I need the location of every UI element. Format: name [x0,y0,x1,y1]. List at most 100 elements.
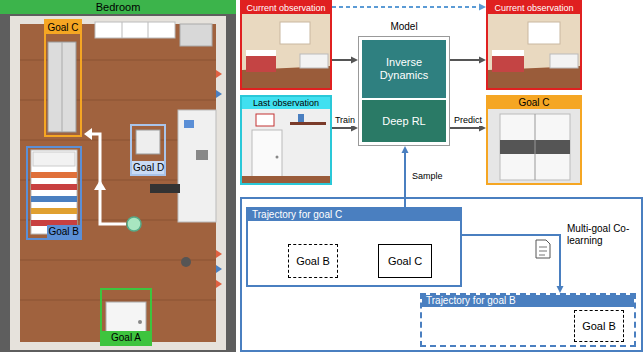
room-illustration [196,150,208,160]
observation-panel: Current observation [240,0,332,90]
node-label: Trajectory for goal C [248,209,460,221]
room-illustration [20,300,216,301]
room-illustration [216,250,222,258]
connector-group [332,4,486,11]
current-observation-image [242,14,330,88]
sampling-panel [241,198,642,351]
current-observation-image [280,22,310,44]
room-illustration [148,22,149,38]
connector [332,6,481,8]
room-illustration [31,196,77,202]
last-observation-image [252,130,282,183]
connector-group [450,57,486,64]
room-illustration [216,70,222,288]
room-illustration [31,150,77,234]
node-label: Goal C [46,21,80,34]
goal-panel: Goal C [486,95,582,185]
observation-panel: Current observation [486,0,582,90]
room-illustration [62,42,63,132]
last-observation-image [242,176,330,183]
goal-image [488,109,580,183]
current-observation-image [528,22,560,44]
sampling-panel [539,251,547,252]
trajectory-box: Trajectory for goal B Goal B [420,293,636,347]
goal-box: Goal C [44,19,82,137]
node-label: Trajectory for goal B [422,295,634,307]
room-panel: BedroomGoal C Goal B Goal D Goal A [0,0,236,352]
connector-group [402,146,409,207]
node-label: Goal B [296,255,330,268]
arrow-head [479,57,486,64]
room-illustration [95,22,175,38]
sampling-panel [536,240,550,258]
module-box: Deep RL [362,100,446,142]
room-illustration [94,180,106,190]
connector [450,127,481,129]
room-illustration [90,134,126,224]
goal-image [500,114,570,180]
goal-box: Goal D [130,124,166,176]
last-observation-image [242,109,330,183]
room-illustration [33,152,75,166]
room-illustration [216,90,222,273]
arrow-head [479,4,486,11]
room-illustration [184,120,194,128]
node-label: Goal B [47,225,80,238]
connector [332,127,353,129]
room-illustration [216,280,222,288]
sampling-panel [539,255,545,256]
room-illustration [31,172,77,178]
connector [404,151,406,207]
node-label: Current observation [488,2,580,14]
node-label: Goal D [132,161,164,174]
connector [332,59,353,61]
last-observation-image [298,114,304,122]
node-label: Inverse Dynamics [365,56,443,82]
node-label: Goal B [582,320,616,333]
node-label: Goal C [488,97,580,109]
room-illustration [181,257,191,267]
node-label: Current observation [242,2,330,14]
room-illustration [0,14,236,352]
room-illustration [31,208,77,214]
goal-box: Goal A [100,288,152,346]
room-illustration [20,24,216,342]
last-observation-image [290,122,326,125]
last-observation-image [256,114,274,126]
room-illustration [150,184,180,193]
arrow-head [351,57,358,64]
current-observation-image [488,14,580,88]
node-label: Goal C [388,255,422,268]
room-illustration [10,16,226,350]
arrow-head [402,146,409,153]
last-observation-image [242,109,330,183]
goal-box: Goal B [574,310,624,342]
room-illustration [138,320,142,324]
room-illustration [216,70,222,78]
node-label: Goal A [102,331,150,344]
node-label: Deep RL [365,115,443,128]
goal-box: Goal C [378,244,432,278]
trajectory-box: Trajectory for goal C Goal B Goal C [246,207,462,287]
goal-image [488,109,580,183]
node-label: Bedroom [0,0,236,14]
connector [450,59,481,61]
room-illustration [122,22,123,38]
room-illustration [178,110,216,222]
connector [462,235,560,288]
sampling-panel [241,198,642,351]
room-illustration [0,14,236,352]
goal-box: Goal B [26,146,82,240]
room-illustration [48,42,76,132]
room-illustration [216,90,222,98]
room-illustration [31,184,77,190]
room-illustration [216,265,222,273]
current-observation-image [300,54,328,68]
node-label: Model [390,20,417,33]
goal-box: Goal B [288,244,338,278]
connector-group [332,57,358,64]
current-observation-image [246,50,276,56]
arrow-head [557,286,564,293]
